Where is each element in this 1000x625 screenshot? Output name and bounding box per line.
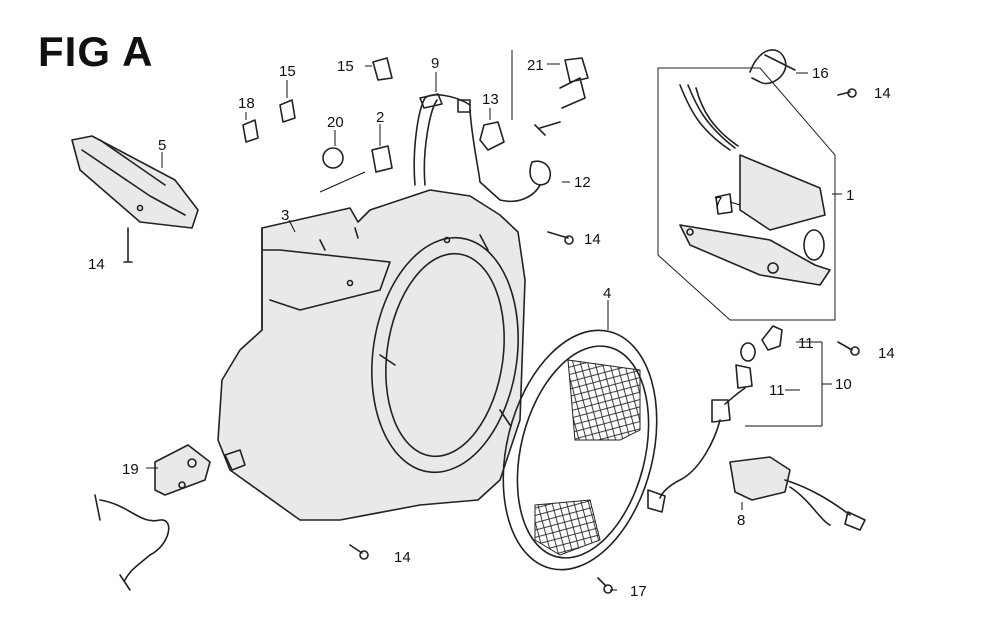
flywheel-screen-guard (502, 329, 658, 571)
callout-17: 17 (630, 583, 647, 600)
callout-9: 9 (431, 55, 439, 72)
callout-11-upper: 11 (798, 335, 814, 352)
small-parts-cluster (242, 57, 733, 215)
side-cover-bracket (71, 135, 199, 229)
wire-harness-9 (413, 93, 541, 203)
callout-21: 21 (527, 57, 544, 74)
callout-2: 2 (376, 109, 384, 126)
callout-19: 19 (122, 461, 139, 478)
callout-20: 20 (327, 114, 344, 131)
callout-15-top: 15 (337, 58, 354, 75)
control-panel-group (657, 67, 836, 321)
leader-lines (146, 50, 842, 591)
callout-11-lower: 11 (769, 382, 785, 399)
ignition-switch-19 (94, 444, 211, 591)
callout-14-bottom: 14 (394, 549, 411, 566)
callout-4: 4 (603, 285, 611, 302)
callout-18: 18 (238, 95, 255, 112)
callout-10: 10 (835, 376, 852, 393)
callout-14-top-right: 14 (874, 85, 891, 102)
callout-5: 5 (158, 137, 166, 154)
callout-14-center: 14 (584, 231, 601, 248)
callout-15-left: 15 (279, 63, 296, 80)
wire-clip-16 (749, 49, 796, 85)
callout-3: 3 (281, 207, 289, 224)
callout-16: 16 (812, 65, 829, 82)
callout-labels: 1 2 3 4 5 7 8 9 10 11 11 12 13 14 14 14 … (88, 55, 895, 600)
bolts (123, 88, 860, 594)
callout-13: 13 (482, 91, 499, 108)
fan-cover-shroud (217, 189, 526, 521)
figure-title: FIG A (38, 28, 154, 75)
callout-14-left: 14 (88, 256, 105, 273)
callout-7: 7 (714, 194, 722, 211)
callout-1: 1 (846, 187, 854, 204)
callout-12: 12 (574, 174, 591, 191)
connector-harness-10 (647, 325, 783, 513)
callout-14-right: 14 (878, 345, 895, 362)
callout-8: 8 (737, 512, 745, 529)
rectifier-8 (729, 456, 866, 531)
